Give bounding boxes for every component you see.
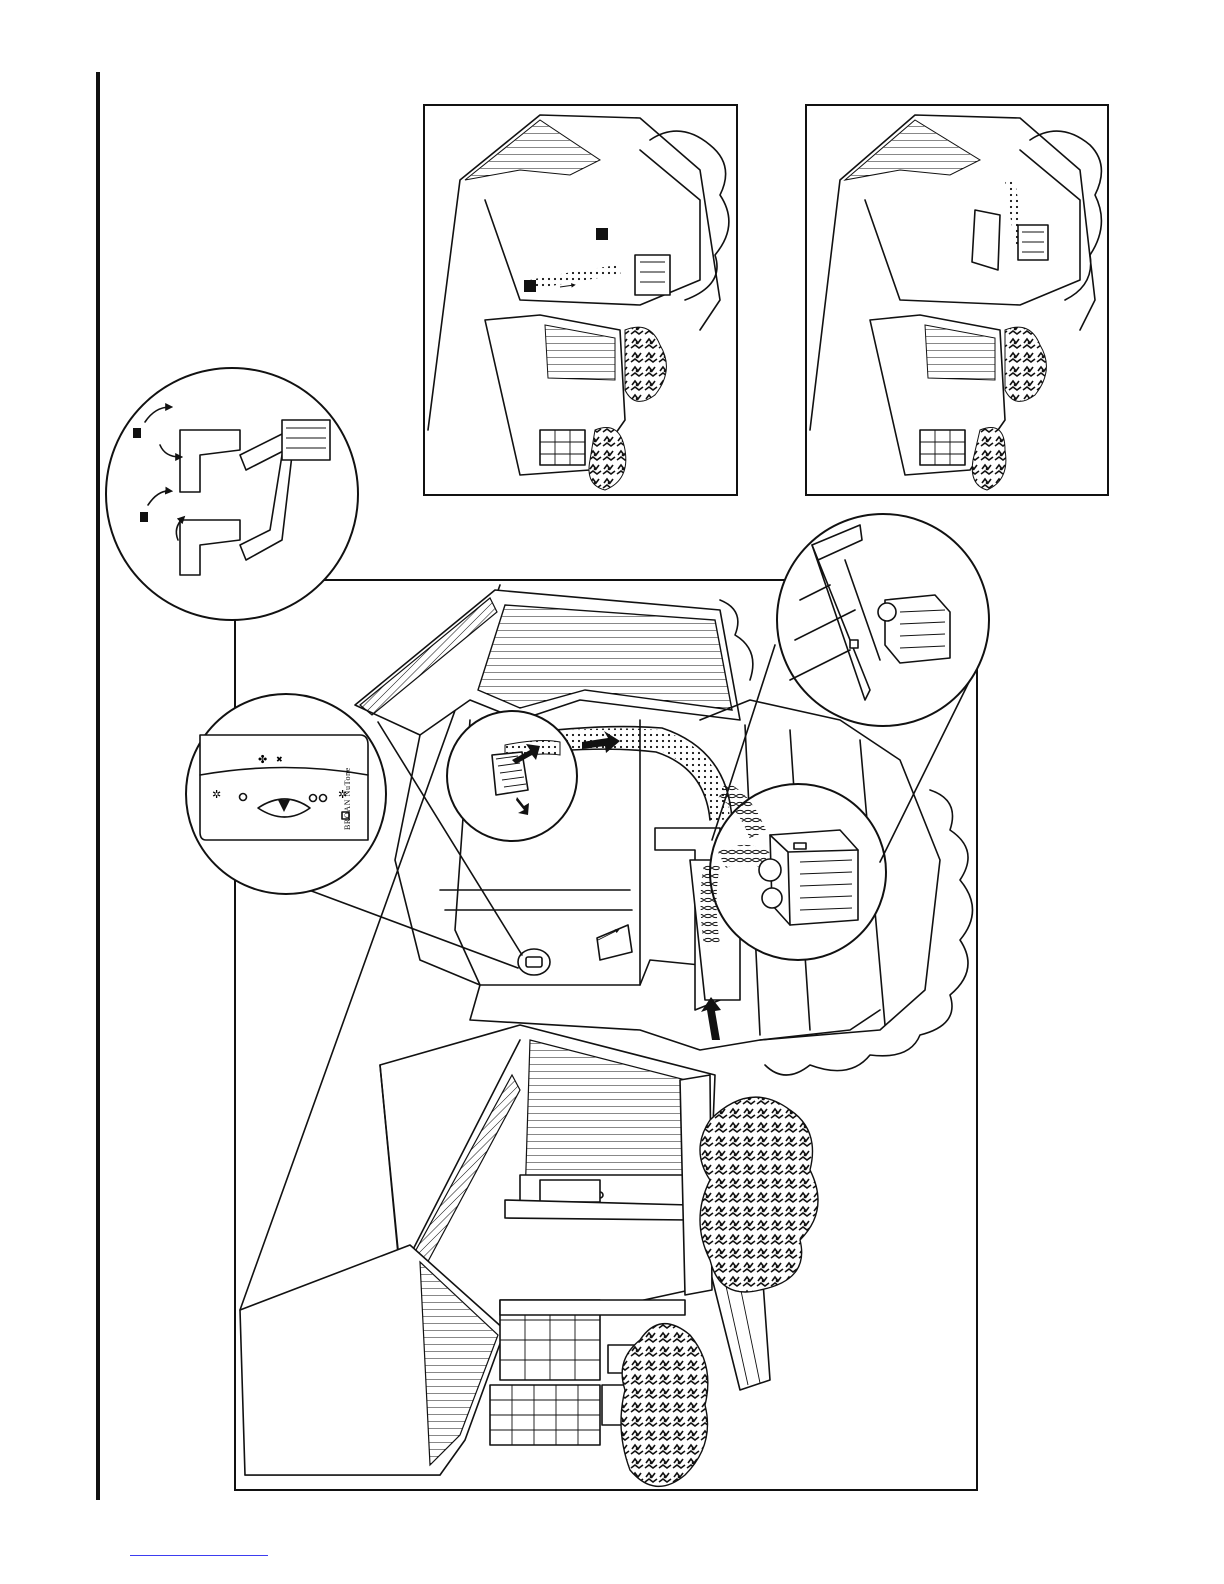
fan-speed-icon: ✤ [258, 754, 267, 766]
gear-icon: ✲ [212, 789, 221, 801]
inset-variant-b [806, 105, 1108, 495]
transom-window [540, 1180, 600, 1202]
inset-b-hrv-unit [1018, 225, 1048, 260]
shrub-left [621, 1324, 708, 1487]
hrv-unit-mini [282, 420, 330, 460]
indicator-light-1 [240, 794, 247, 801]
ceiling-grille-magnifier [447, 711, 577, 841]
inset-b-chase [972, 210, 1000, 270]
shrub-right [700, 1097, 818, 1292]
wall-control-icon [526, 957, 542, 967]
duct-detail-magnifier [106, 368, 358, 620]
inset-a-grille-1 [524, 280, 536, 292]
hrv-unit-body [770, 830, 858, 925]
porch-beam-2 [500, 1300, 685, 1315]
small-indicator-icon: ✖ [276, 755, 283, 764]
hrv-flex-duct-down [709, 865, 713, 945]
inset-b-window [920, 430, 965, 465]
grille-mini-2 [140, 512, 148, 522]
hrv-port-2 [762, 888, 782, 908]
mounted-hrv-unit [885, 595, 950, 663]
hrv-flex-duct-lower [722, 854, 765, 860]
indicator-light-3 [320, 795, 327, 802]
hrv-latch [794, 843, 806, 849]
inset-a-window [540, 430, 585, 465]
indicator-light-2 [310, 795, 317, 802]
hrv-port-1 [759, 859, 781, 881]
hrv-unit-magnifier [709, 784, 887, 960]
duct-detail-circle [106, 368, 358, 620]
inset-a-grille-2 [596, 228, 608, 240]
inset-variant-a [424, 105, 737, 495]
mounting-bracket [850, 640, 858, 648]
inset-a-hrv-unit [635, 255, 670, 295]
control-panel-brand-text: BROAN NuTone [343, 767, 352, 830]
grille-mini-1 [133, 428, 141, 438]
mounted-hrv-port [878, 603, 896, 621]
